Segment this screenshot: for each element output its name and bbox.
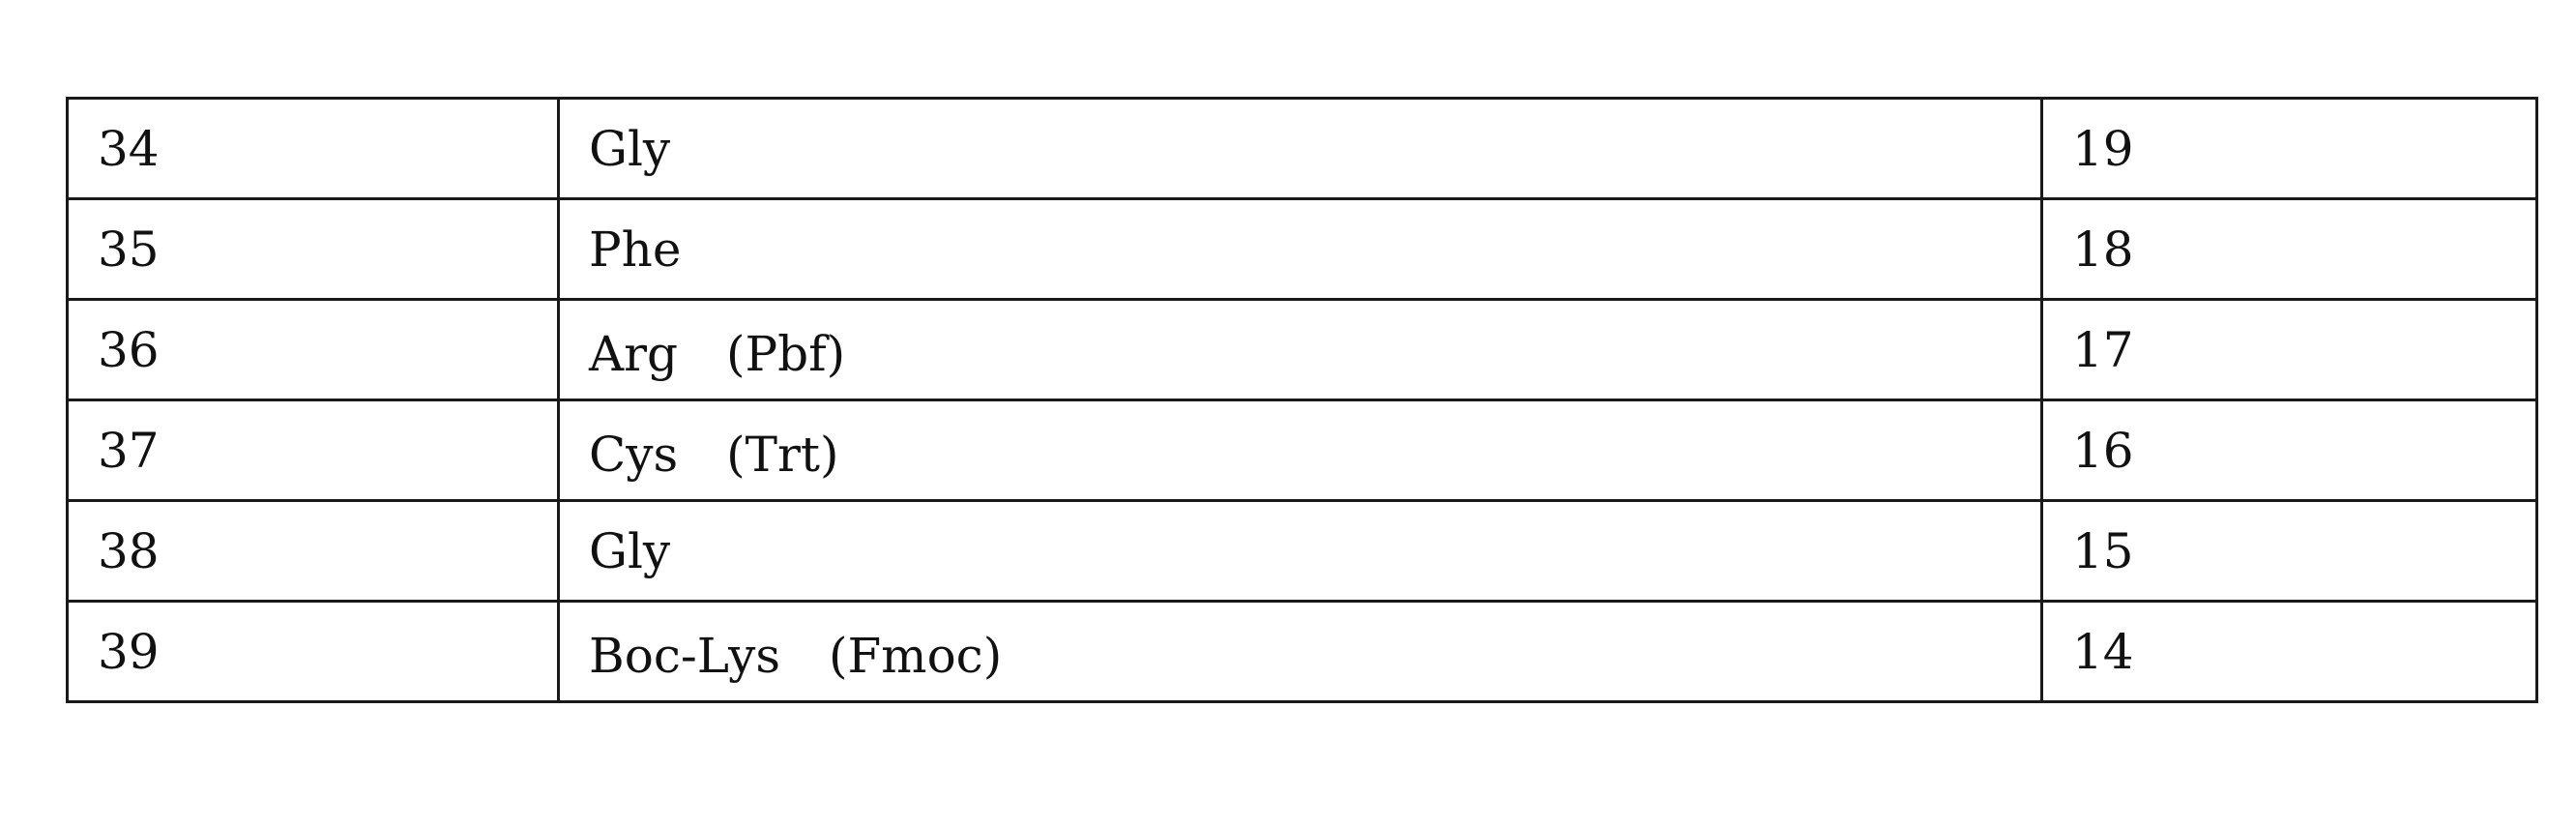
residue-cell: Phe xyxy=(559,199,2042,300)
row-number-cell: 36 xyxy=(68,300,559,400)
residue-cell: Arg (Pbf) xyxy=(559,300,2042,400)
position-cell: 15 xyxy=(2042,501,2537,602)
table-row: 37 Cys (Trt) 16 xyxy=(68,400,2537,501)
position-cell: 17 xyxy=(2042,300,2537,400)
table-row: 36 Arg (Pbf) 17 xyxy=(68,300,2537,400)
table-row: 34 Gly 19 xyxy=(68,99,2537,199)
residue-cell: Cys (Trt) xyxy=(559,400,2042,501)
table-row: 35 Phe 18 xyxy=(68,199,2537,300)
row-number-cell: 34 xyxy=(68,99,559,199)
position-cell: 18 xyxy=(2042,199,2537,300)
residue-table: 34 Gly 19 35 Phe 18 36 Arg (Pbf) 17 37 C… xyxy=(66,97,2538,703)
row-number-cell: 39 xyxy=(68,602,559,702)
table-row: 38 Gly 15 xyxy=(68,501,2537,602)
residue-cell: Gly xyxy=(559,99,2042,199)
table-row: 39 Boc-Lys (Fmoc) 14 xyxy=(68,602,2537,702)
position-cell: 14 xyxy=(2042,602,2537,702)
row-number-cell: 35 xyxy=(68,199,559,300)
residue-cell: Boc-Lys (Fmoc) xyxy=(559,602,2042,702)
row-number-cell: 38 xyxy=(68,501,559,602)
position-cell: 19 xyxy=(2042,99,2537,199)
residue-cell: Gly xyxy=(559,501,2042,602)
row-number-cell: 37 xyxy=(68,400,559,501)
position-cell: 16 xyxy=(2042,400,2537,501)
